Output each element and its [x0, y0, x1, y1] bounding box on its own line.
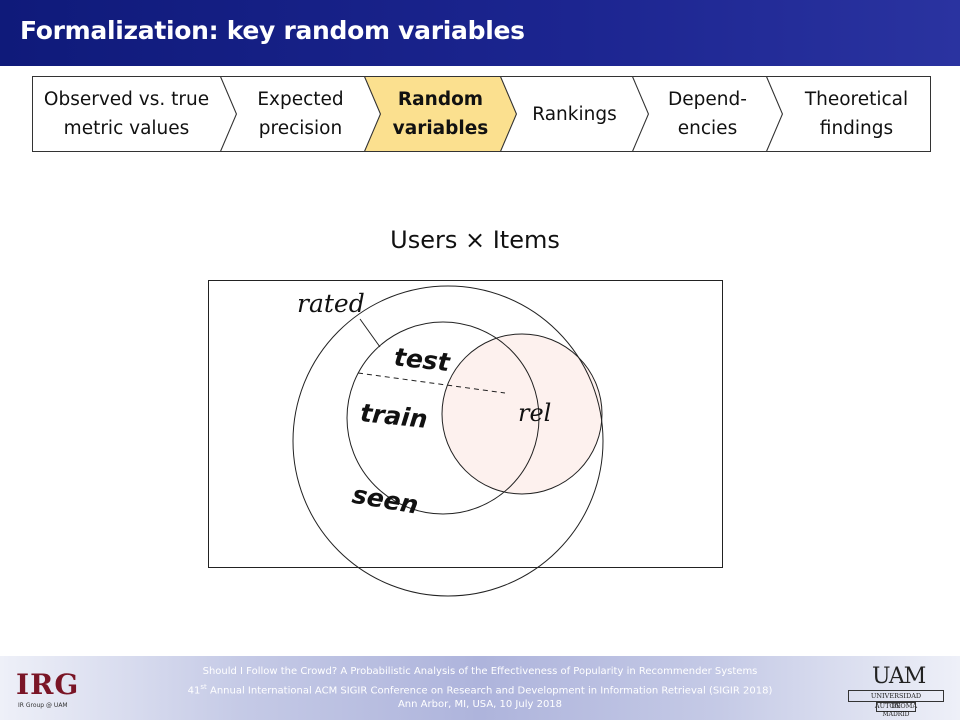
step-random-variables[interactable]: Random variables	[392, 89, 489, 139]
progress-steps: Observed vs. true metric values Expected…	[32, 76, 932, 152]
footer-location-date: Ann Arbor, MI, USA, 10 July 2018	[397, 699, 563, 710]
uam-logo: UAM UNIVERSIDAD AUTONOMA DE MADRID	[848, 664, 944, 718]
footer-conference-name: Annual International ACM SIGIR Conferenc…	[206, 685, 773, 697]
uam-logo-city: DE MADRID	[876, 702, 916, 718]
step-shape-5	[765, 76, 931, 152]
steps-shapes	[32, 76, 931, 152]
step-theoretical-findings[interactable]: Theoretical findings	[804, 89, 909, 139]
rel-circle	[441, 333, 603, 495]
test-train-split-line	[357, 372, 506, 394]
label-rel: rel	[518, 399, 551, 427]
step-dependencies[interactable]: Depend- encies	[668, 89, 747, 139]
label-rated: rated	[297, 289, 365, 318]
footer-conference-sup: st	[200, 683, 207, 691]
uam-logo-mark: UAM	[872, 664, 926, 689]
title-bar: Formalization: key random variables	[0, 0, 960, 66]
footer-paper-title: Should I Follow the Crowd? A Probabilist…	[202, 666, 758, 677]
seen-circle	[292, 285, 604, 597]
step-expected-precision[interactable]: Expected precision	[257, 89, 344, 139]
step-rankings[interactable]: Rankings	[532, 103, 617, 125]
venn-title: Users × Items	[390, 226, 560, 254]
footer-conference: 41st Annual International ACM SIGIR Conf…	[140, 683, 820, 696]
slide-title: Formalization: key random variables	[20, 16, 525, 45]
rated-circle	[346, 321, 540, 515]
irg-logo: IRG	[16, 668, 80, 701]
step-observed-vs-true[interactable]: Observed vs. true metric values	[43, 89, 210, 139]
irg-subtitle: IR Group @ UAM	[18, 702, 68, 709]
uam-logo-name: UNIVERSIDAD AUTONOMA	[848, 690, 944, 710]
label-test: test	[393, 342, 453, 377]
rated-pointer-line	[359, 318, 381, 348]
label-train: train	[359, 398, 429, 434]
footer-conference-number: 41	[187, 685, 201, 697]
footer: Should I Follow the Crowd? A Probabilist…	[0, 656, 960, 720]
